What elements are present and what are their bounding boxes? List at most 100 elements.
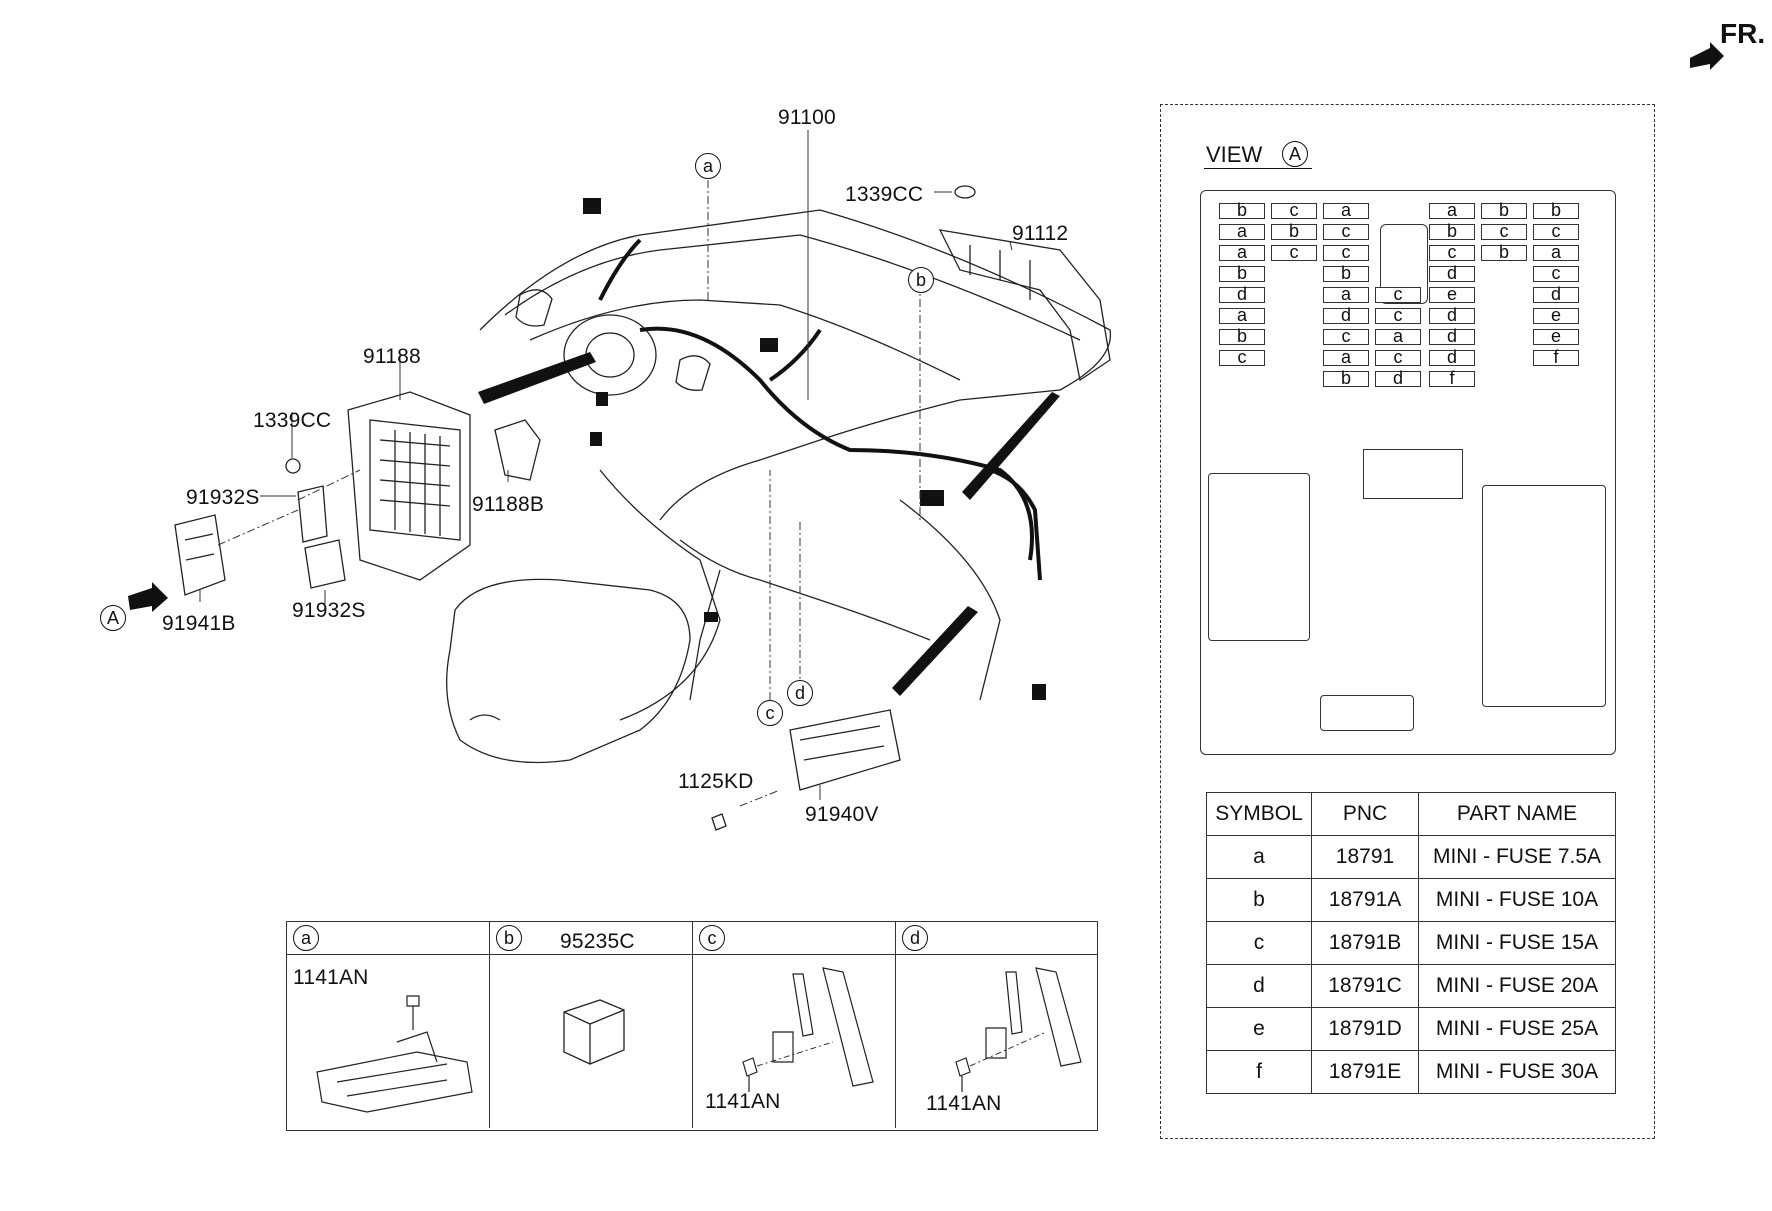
fuse-slot: d [1429,348,1475,366]
fuse-slot: c [1323,243,1369,261]
legend-part-name: MINI - FUSE 15A [1418,921,1616,965]
detail-b-part: 95235C [560,930,635,953]
fuse-slot: d [1429,264,1475,282]
fuse-slot: c [1375,285,1421,303]
legend-symbol: e [1206,1007,1312,1051]
fuse-slot: c [1323,327,1369,345]
fuse-legend-table: SYMBOL PNC PART NAME a 18791 MINI - FUSE… [1206,792,1616,1094]
detail-a-bracket-illustration [316,995,473,1113]
fuse-slot: a [1219,306,1265,324]
dashboard-harness-illustration [128,130,1112,831]
marker-d: d [787,680,813,706]
fuse-slot: c [1429,243,1475,261]
detail-c-part: 1141AN [705,1090,781,1113]
legend-symbol: c [1206,921,1312,965]
marker-c: c [757,700,783,726]
legend-part-name: MINI - FUSE 10A [1418,878,1616,922]
fuse-slot: c [1375,348,1421,366]
detail-d-mount-illustration [955,967,1082,1092]
detail-b-relay-illustration [563,999,625,1065]
legend-part-name: MINI - FUSE 7.5A [1418,835,1616,879]
detail-panels: a 1141AN b 95235C c [286,921,1098,1131]
fuse-slot: b [1219,201,1265,219]
callout-91932s-left: 91932S [186,486,260,509]
fuse-slot: a [1375,327,1421,345]
legend-row: c 18791B MINI - FUSE 15A [1206,921,1616,965]
fuse-slot: b [1323,264,1369,282]
fuse-slot: b [1271,222,1317,240]
fuse-slot: d [1429,327,1475,345]
detail-panel-a: a 1141AN [287,922,490,1128]
marker-a: a [695,153,721,179]
fuse-slot: a [1429,201,1475,219]
legend-pnc: 18791D [1311,1007,1419,1051]
relay-slot-bottom [1320,695,1414,731]
detail-b-marker: b [496,925,522,951]
fuse-slot: a [1219,222,1265,240]
view-a-marker: A [1282,141,1308,167]
fuse-slot: b [1323,369,1369,387]
legend-header-symbol: SYMBOL [1206,792,1312,836]
callout-1339cc-top: 1339CC [845,183,924,206]
fuse-slot: d [1323,306,1369,324]
detail-a-part: 1141AN [293,966,369,989]
fuse-slot: c [1481,222,1527,240]
view-a-panel [1160,104,1655,1139]
detail-panel-c: c 1141AN [693,922,896,1128]
detail-d-marker: d [902,925,928,951]
fuse-slot: a [1323,285,1369,303]
callout-91940v: 91940V [805,803,879,826]
fuse-slot: c [1533,264,1579,282]
detail-panel-b: b 95235C [490,922,693,1128]
relay-slot-right [1482,485,1606,707]
relay-slot-center [1380,224,1428,304]
fuse-slot: e [1533,306,1579,324]
detail-a-marker: a [293,925,319,951]
legend-part-name: MINI - FUSE 30A [1418,1050,1616,1094]
callout-91188b: 91188B [472,493,545,516]
legend-pnc: 18791E [1311,1050,1419,1094]
fuse-slot: c [1323,222,1369,240]
fuse-slot: f [1533,348,1579,366]
front-label: FR. [1720,18,1766,49]
legend-pnc: 18791B [1311,921,1419,965]
legend-row: b 18791A MINI - FUSE 10A [1206,878,1616,922]
fuse-slot: b [1219,264,1265,282]
legend-row: f 18791E MINI - FUSE 30A [1206,1050,1616,1094]
fuse-slot: b [1481,243,1527,261]
detail-c-marker: c [699,925,725,951]
detail-c-mount-illustration [742,967,874,1092]
fuse-slot: c [1271,243,1317,261]
legend-row: e 18791D MINI - FUSE 25A [1206,1007,1616,1051]
fuse-slot: c [1219,348,1265,366]
callout-91932s-lower: 91932S [292,599,366,622]
fuse-slot: d [1533,285,1579,303]
callout-91112: 91112 [1012,222,1069,245]
detail-d-part: 1141AN [926,1092,1002,1115]
fuse-slot: c [1271,201,1317,219]
legend-pnc: 18791C [1311,964,1419,1008]
legend-part-name: MINI - FUSE 20A [1418,964,1616,1008]
fuse-slot: c [1533,222,1579,240]
legend-part-name: MINI - FUSE 25A [1418,1007,1616,1051]
fuse-slot: b [1481,201,1527,219]
relay-slot-left [1208,473,1310,641]
callout-91188: 91188 [363,345,421,368]
fuse-slot: e [1429,285,1475,303]
fuse-slot: b [1533,201,1579,219]
fuse-slot: e [1533,327,1579,345]
legend-symbol: d [1206,964,1312,1008]
legend-symbol: a [1206,835,1312,879]
callout-1125kd: 1125KD [678,770,754,793]
callout-91941b: 91941B [162,612,236,635]
callout-1339cc-left: 1339CC [253,409,332,432]
view-a-underline [1204,168,1312,169]
fuse-slot: a [1219,243,1265,261]
marker-view-a: A [100,605,126,631]
legend-row: a 18791 MINI - FUSE 7.5A [1206,835,1616,879]
fuse-slot: d [1429,306,1475,324]
callout-91100: 91100 [778,106,836,129]
legend-pnc: 18791 [1311,835,1419,879]
